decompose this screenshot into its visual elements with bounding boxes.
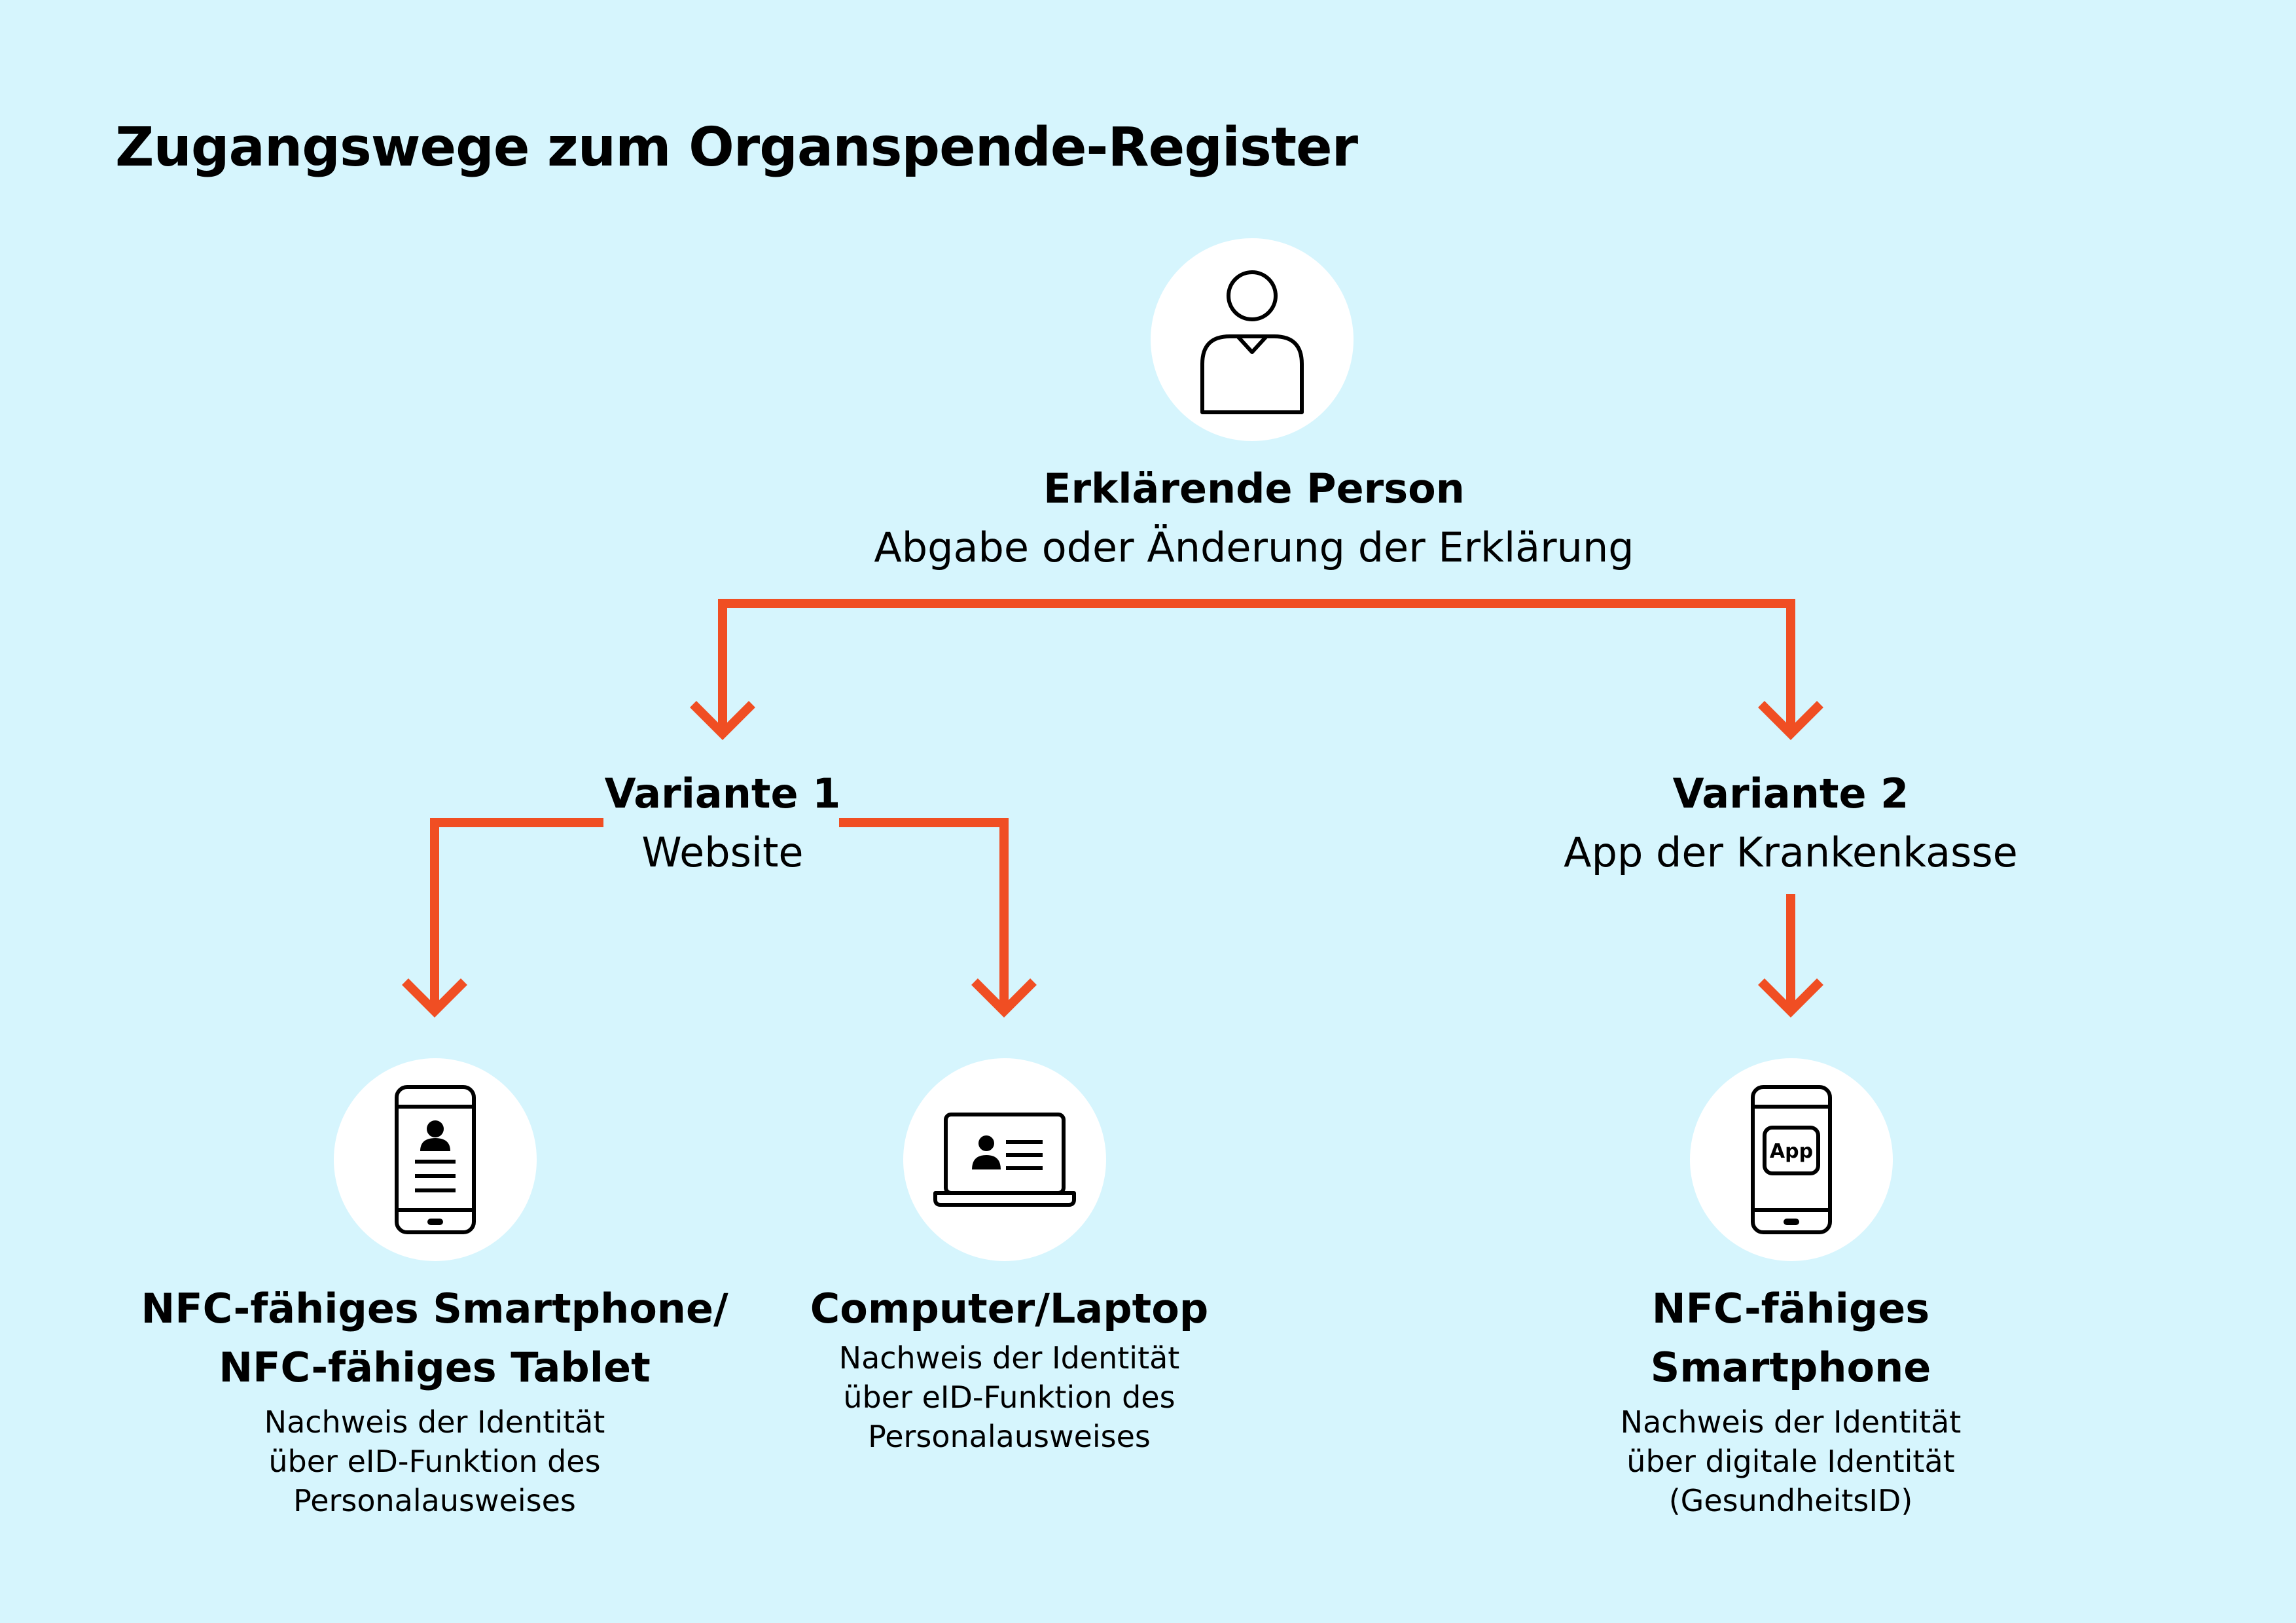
- arrowhead-variant-1: [690, 701, 755, 740]
- device-2-title-line-1: Computer/Laptop: [810, 1285, 1209, 1332]
- arrowhead-laptop: [971, 978, 1037, 1018]
- root-subtitle: Abgabe oder Änderung der Erklärung: [874, 524, 1634, 571]
- device-1-title-line-1: NFC-fähiges Smartphone/: [141, 1285, 728, 1332]
- connector-v1-to-smartphone: [430, 818, 603, 1012]
- device-2-desc-line-1: Nachweis der Identität: [838, 1340, 1180, 1376]
- device-1-desc-line-1: Nachweis der Identität: [264, 1404, 605, 1440]
- device-1-desc-line-2: über eID-Funktion des: [268, 1444, 601, 1479]
- smartphone-app-icon: App: [1751, 1085, 1832, 1234]
- device-2-desc-line-2: über eID-Funktion des: [843, 1380, 1175, 1415]
- device-3-desc-line-1: Nachweis der Identität: [1620, 1404, 1962, 1440]
- smartphone-id-icon: [395, 1085, 476, 1234]
- variant-1-heading: Variante 1: [604, 770, 841, 817]
- variant-2-label: Variante 2 App der Krankenkasse: [1564, 764, 2018, 882]
- connector-root-to-variants: [718, 599, 1795, 730]
- variant-2-subtitle: App der Krankenkasse: [1564, 829, 2018, 876]
- connector-v1-to-laptop: [839, 818, 1009, 1012]
- arrowhead-smartphone: [402, 978, 467, 1018]
- device-1-title-line-2: NFC-fähiges Tablet: [219, 1344, 651, 1391]
- arrowhead-variant-2: [1758, 701, 1823, 740]
- variant-2-heading: Variante 2: [1672, 770, 1909, 817]
- device-2-label: Computer/Laptop Nachweis der Identität ü…: [810, 1279, 1208, 1456]
- device-2-desc-line-3: Personalausweises: [868, 1419, 1151, 1454]
- root-label: Erklärende Person Abgabe oder Änderung d…: [874, 459, 1634, 577]
- laptop-id-circle: [903, 1058, 1106, 1261]
- device-1-label: NFC-fähiges Smartphone/ NFC-fähiges Tabl…: [141, 1279, 728, 1520]
- device-3-title-line-1: NFC-fähiges: [1651, 1285, 1930, 1332]
- smartphone-app-circle: App: [1690, 1058, 1893, 1261]
- person-icon: [1200, 270, 1304, 414]
- page-title: Zugangswege zum Organspende-Register: [115, 116, 1358, 179]
- app-label: App: [1770, 1140, 1813, 1163]
- smartphone-id-circle: [334, 1058, 537, 1261]
- variant-1-label: Variante 1 Website: [605, 764, 841, 882]
- device-3-label: NFC-fähiges Smartphone Nachweis der Iden…: [1621, 1279, 1962, 1520]
- person-icon-circle: [1151, 238, 1354, 441]
- device-3-title-line-2: Smartphone: [1650, 1344, 1931, 1391]
- variant-1-subtitle: Website: [641, 829, 804, 876]
- device-1-desc-line-3: Personalausweises: [293, 1483, 576, 1518]
- arrowhead-nfc-smartphone: [1758, 978, 1823, 1018]
- device-3-desc-line-3: (GesundheitsID): [1668, 1483, 1913, 1518]
- laptop-id-icon: [933, 1113, 1076, 1207]
- device-3-desc-line-2: über digitale Identität: [1626, 1444, 1955, 1479]
- root-heading: Erklärende Person: [1043, 465, 1465, 512]
